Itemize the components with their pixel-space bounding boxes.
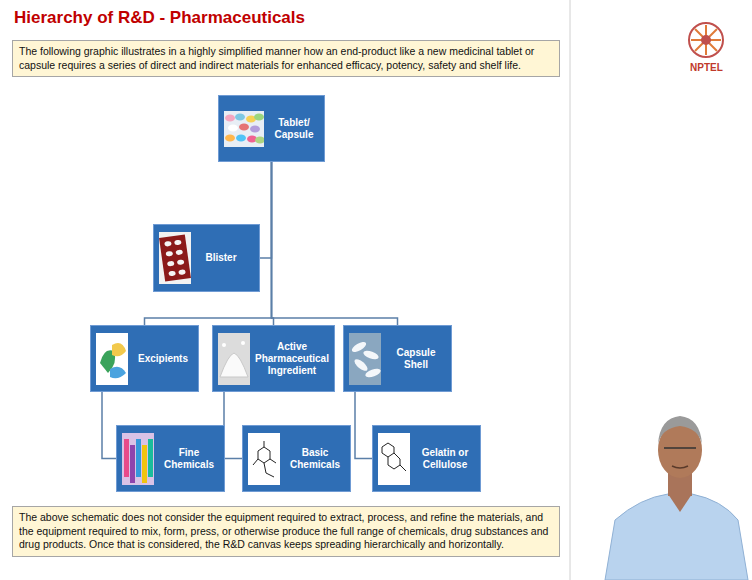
icon-part: [225, 114, 235, 121]
material-box: Tablet/ Capsule: [218, 95, 325, 162]
icon-part: [248, 433, 280, 485]
icon-part: [220, 353, 248, 377]
nptel-logo: [689, 23, 723, 57]
material-icon: [349, 333, 381, 385]
box-label: Tablet/ Capsule: [269, 117, 319, 141]
presenter-glasses: [664, 447, 696, 449]
presenter-shirt: [605, 494, 748, 580]
logo-label: NPTEL: [690, 62, 723, 73]
material-icon: [159, 232, 191, 284]
logo-center: [701, 35, 711, 45]
box-label: Capsule Shell: [386, 347, 446, 371]
box-label: Blister: [196, 252, 246, 264]
box-label: Gelatin or Cellulose: [415, 447, 475, 471]
icon-part: [164, 241, 172, 247]
icon-part: [122, 433, 154, 485]
material-box: Active Pharmaceutical Ingredient: [212, 325, 335, 392]
icon-part: [148, 439, 153, 477]
icon-part: [96, 333, 128, 385]
material-icon: [96, 333, 128, 385]
material-box: Basic Chemicals: [242, 425, 351, 492]
box-label: Active Pharmaceutical Ingredient: [255, 341, 329, 377]
icon-part: [236, 134, 246, 141]
connector-line: [355, 392, 372, 459]
material-box: Capsule Shell: [343, 325, 452, 392]
icon-part: [235, 113, 245, 120]
icon-part: [228, 124, 238, 131]
presenter-hair: [658, 416, 702, 444]
box-label: Excipients: [133, 353, 193, 365]
icon-part: [349, 333, 381, 385]
icon-part: [110, 366, 126, 378]
icon-part: [130, 445, 135, 483]
icon-part: [168, 271, 176, 277]
connector-line: [145, 162, 272, 325]
material-icon: [378, 433, 410, 485]
presenter-mouth: [672, 466, 688, 468]
icon-part: [225, 134, 235, 141]
icon-part: [142, 445, 147, 483]
note-box: The following graphic illustrates in a h…: [12, 40, 560, 77]
icon-part: [224, 111, 264, 147]
presenter-figure: [605, 416, 748, 580]
material-icon: [218, 333, 250, 385]
icon-part: [362, 348, 379, 360]
icon-part: [218, 333, 250, 385]
box-label: Basic Chemicals: [285, 447, 345, 471]
icon-part: [124, 439, 129, 477]
icon-part: [253, 441, 276, 477]
connector-line: [102, 392, 116, 459]
icon-part: [159, 234, 191, 281]
connector-line: [260, 162, 272, 258]
logo-rays: [691, 25, 721, 55]
icon-part: [177, 259, 185, 265]
icon-part: [255, 136, 264, 143]
divider-line: [570, 0, 571, 580]
material-box: Fine Chemicals: [116, 425, 225, 492]
icon-part: [254, 113, 264, 120]
icon-part: [167, 261, 175, 267]
icon-part: [239, 123, 249, 130]
icon-part: [382, 443, 406, 471]
icon-part: [174, 239, 182, 245]
note-box: The above schematic does not consider th…: [12, 506, 560, 557]
material-icon: [248, 433, 280, 485]
icon-part: [159, 232, 191, 284]
icon-part: [241, 341, 245, 345]
icon-part: [112, 343, 126, 356]
material-icon: [224, 111, 264, 147]
note-text: The following graphic illustrates in a h…: [19, 45, 553, 72]
icon-part: [136, 439, 141, 477]
connector-line: [224, 392, 242, 459]
icon-part: [175, 249, 183, 255]
icon-part: [222, 343, 226, 347]
material-box: Gelatin or Cellulose: [372, 425, 481, 492]
diagram-title: Hierarchy of R&D - Pharmaceuticals: [14, 8, 305, 28]
icon-part: [250, 125, 260, 132]
box-label: Fine Chemicals: [159, 447, 219, 471]
material-box: Excipients: [90, 325, 199, 392]
connector-line: [272, 162, 398, 325]
icon-part: [378, 433, 410, 485]
presenter-neck: [668, 494, 692, 512]
logo-ring: [689, 23, 723, 57]
icon-part: [166, 251, 174, 257]
material-icon: [122, 433, 154, 485]
icon-part: [178, 269, 186, 275]
icon-part: [364, 366, 381, 378]
note-text: The above schematic does not consider th…: [19, 511, 553, 552]
material-box: Blister: [153, 224, 260, 292]
icon-part: [353, 357, 370, 373]
